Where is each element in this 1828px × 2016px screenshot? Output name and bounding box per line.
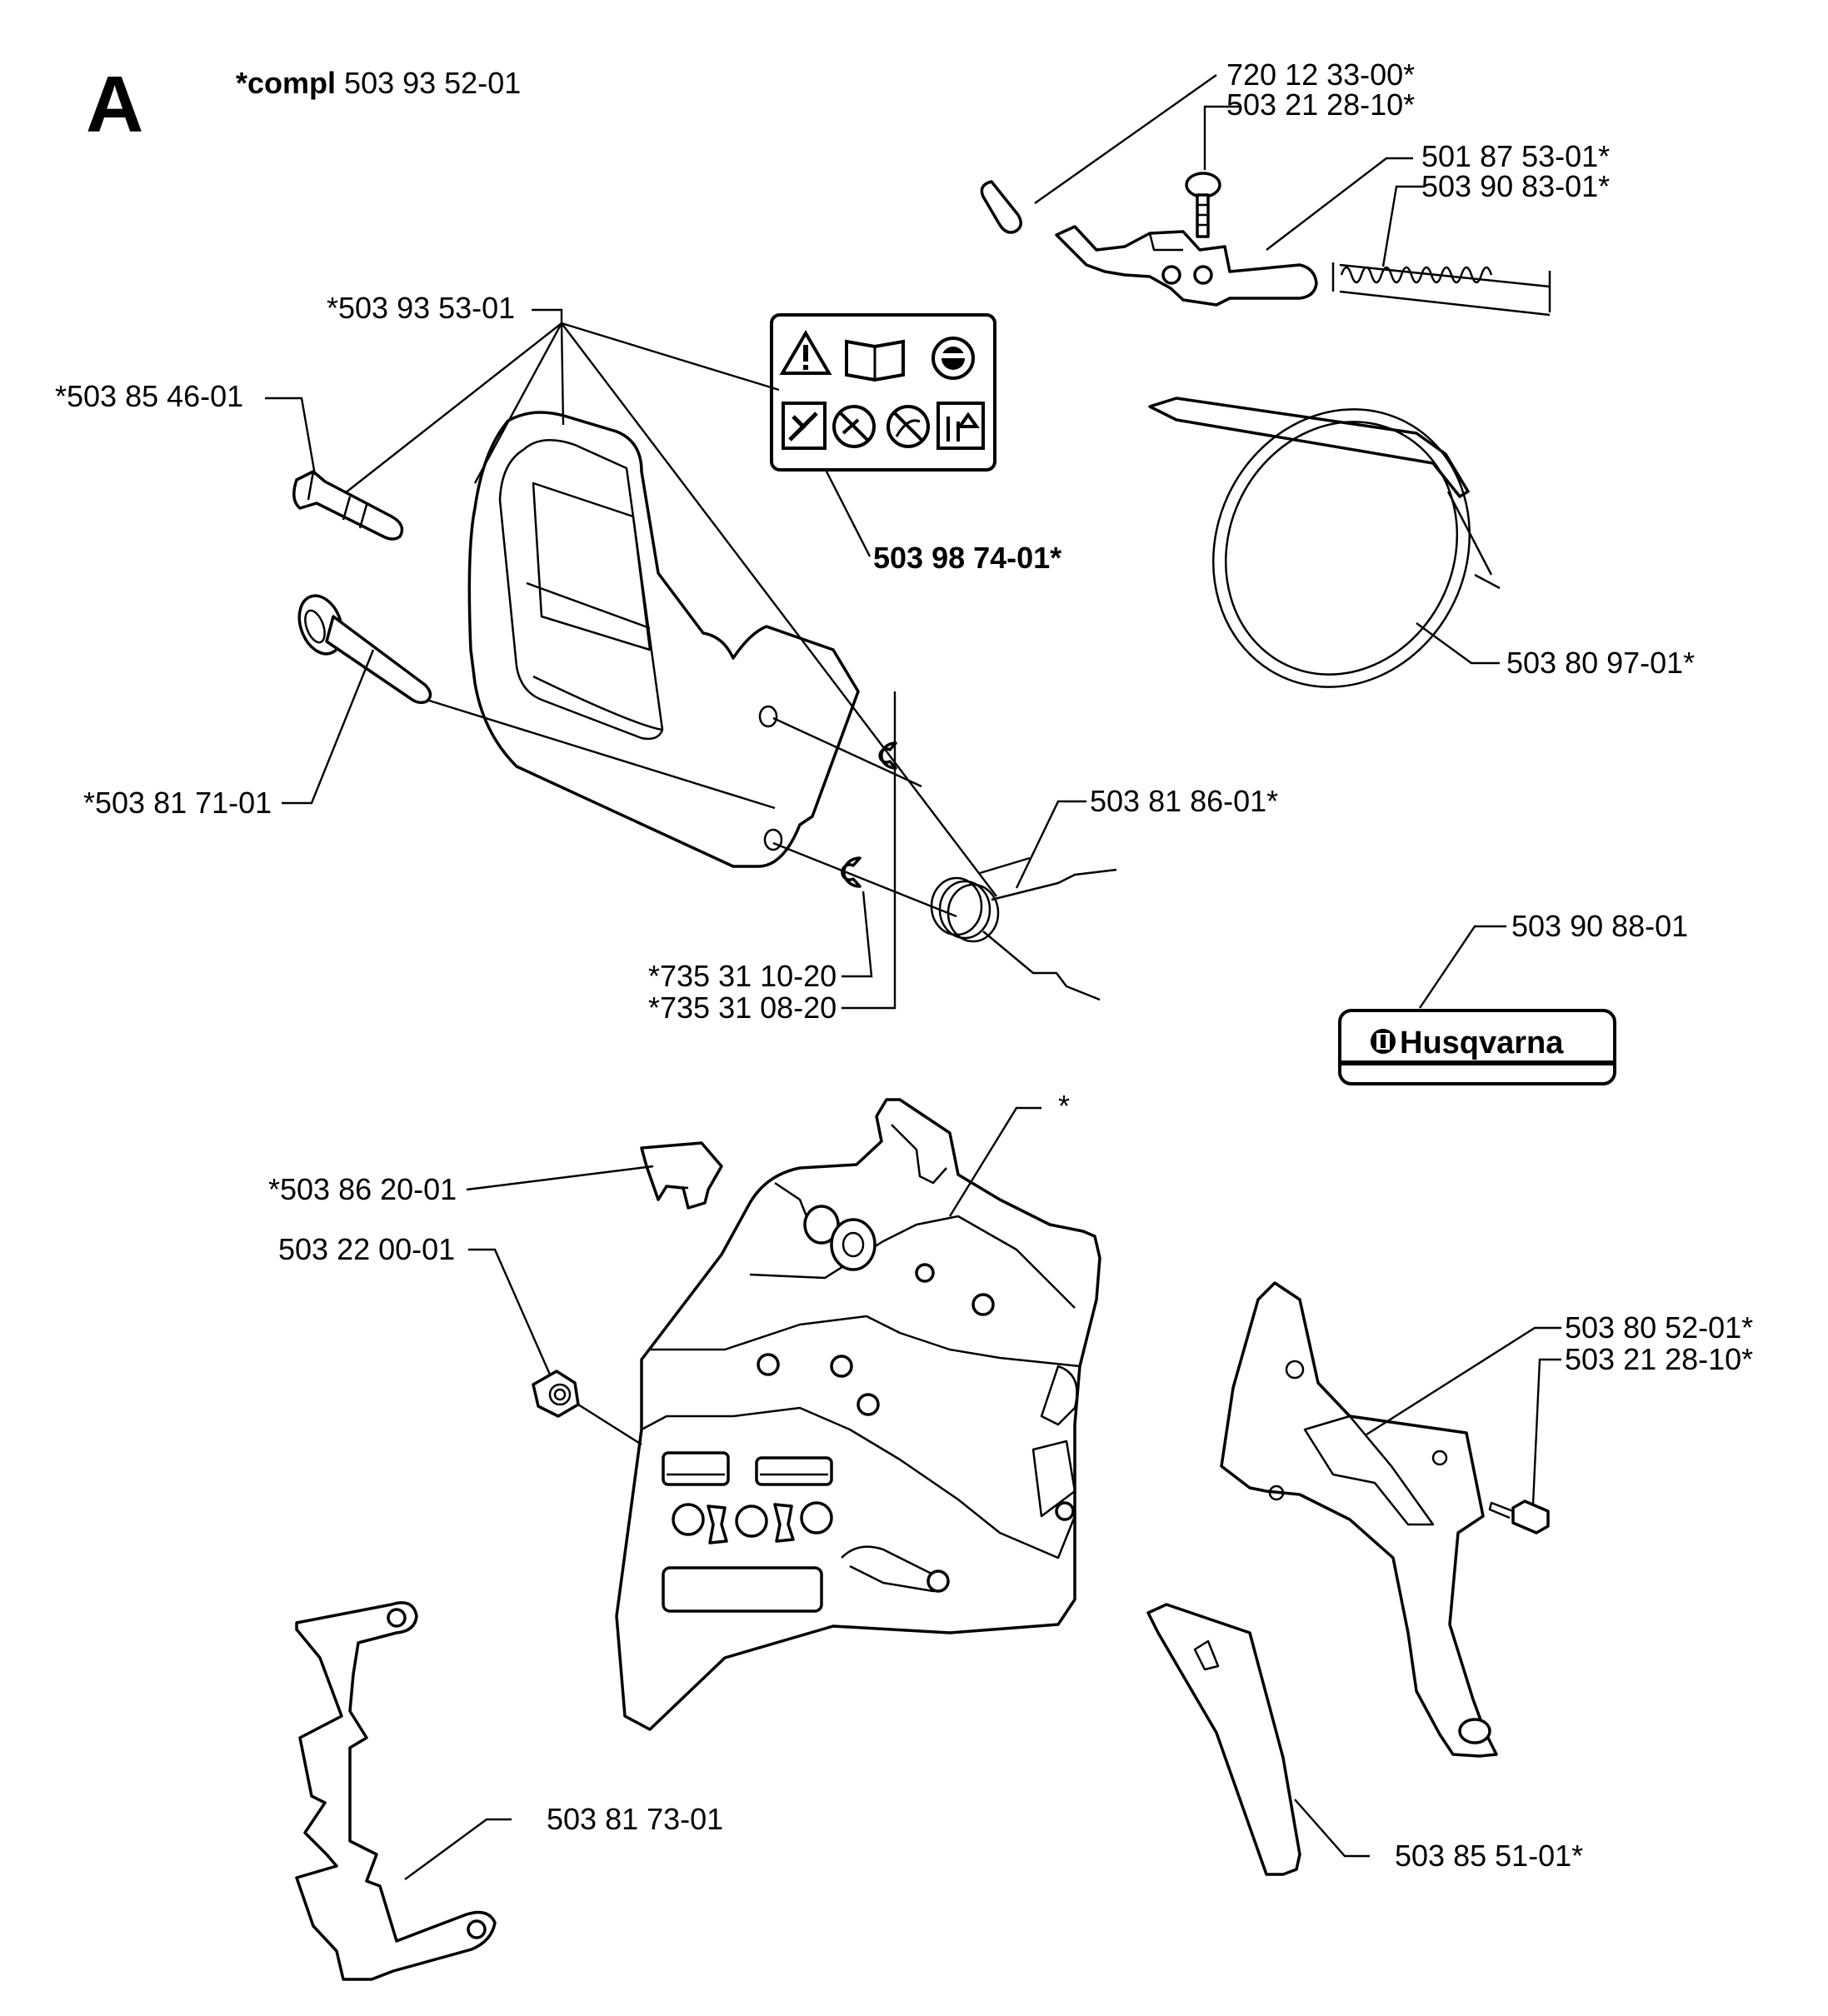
- circlip-2-part: [841, 856, 862, 888]
- label-bolt-upper: *503 85 46-01: [55, 379, 243, 413]
- pin-part: [980, 180, 1022, 234]
- torsion-spring-part: [930, 868, 1117, 1001]
- label-torsion-spring: 503 81 86-01*: [1090, 784, 1278, 818]
- label-circlip-2: *735 31 08-20: [648, 991, 837, 1025]
- label-bolt-lower: *503 81 71-01: [83, 786, 272, 820]
- label-chain-catcher: 503 81 73-01: [547, 1802, 723, 1836]
- brake-band-part: [1148, 397, 1501, 688]
- assembly-number: 503 93 52-01: [344, 66, 521, 100]
- guard-plate-part: [1146, 1603, 1301, 1876]
- bolt-lower-part: [297, 594, 432, 705]
- label-spring-top: 503 90 83-01*: [1421, 169, 1610, 203]
- logo-decal-part: Husqvarna: [1338, 1009, 1616, 1085]
- section-letter: A: [86, 60, 143, 149]
- bolt-upper-part: [292, 470, 404, 541]
- label-cover: *503 93 53-01: [327, 291, 515, 325]
- label-screw-top: 503 21 28-10*: [1226, 87, 1415, 122]
- logo-text: Husqvarna: [1400, 1025, 1564, 1060]
- label-pin: 720 12 33-00*: [1226, 57, 1415, 92]
- no-one-hand-icon: [832, 405, 876, 448]
- warning-decal-part: [770, 313, 996, 472]
- label-warning-decal: 503 98 74-01*: [873, 541, 1061, 575]
- label-brake-lever: 501 87 53-01*: [1421, 139, 1610, 173]
- label-guard-plate: 503 85 51-01*: [1395, 1839, 1583, 1873]
- husqvarna-crown-icon: [1371, 1029, 1396, 1054]
- label-housing: *: [1058, 1089, 1070, 1123]
- label-bushing: *503 86 20-01: [268, 1172, 457, 1206]
- kickback-icon: [782, 402, 827, 450]
- chain-catcher-part: [295, 1601, 497, 1981]
- label-chain-guard: 503 80 52-01*: [1565, 1310, 1753, 1345]
- label-circlip-1: *735 31 10-20: [648, 959, 837, 993]
- label-nut: 503 22 00-01: [278, 1232, 455, 1266]
- label-logo-decal: 503 90 88-01: [1511, 909, 1688, 943]
- assembly-prefix: *compl: [236, 66, 336, 100]
- helmet-icon: [931, 337, 975, 380]
- manual-book-icon: [845, 339, 905, 382]
- nut-part: [532, 1370, 580, 1418]
- distance-icon: [936, 402, 985, 450]
- screw-bottom-part: [1488, 1500, 1550, 1534]
- housing-part: [615, 1098, 1101, 1731]
- label-brake-band: 503 80 97-01*: [1506, 646, 1695, 680]
- assembly-label: *compl 503 93 52-01: [236, 66, 521, 100]
- leader-lines: [265, 74, 1561, 1880]
- coil-spring-part: [1331, 262, 1551, 317]
- screw-part: [1185, 172, 1221, 238]
- cover-part: [467, 411, 860, 868]
- no-tip-contact-icon: [887, 405, 930, 448]
- chain-guard-part: [1220, 1281, 1498, 1758]
- label-screw-bottom: 503 21 28-10*: [1565, 1342, 1753, 1376]
- bushing-part: [640, 1141, 723, 1210]
- warning-triangle-icon: [779, 330, 832, 375]
- brake-lever-part: [1055, 225, 1318, 307]
